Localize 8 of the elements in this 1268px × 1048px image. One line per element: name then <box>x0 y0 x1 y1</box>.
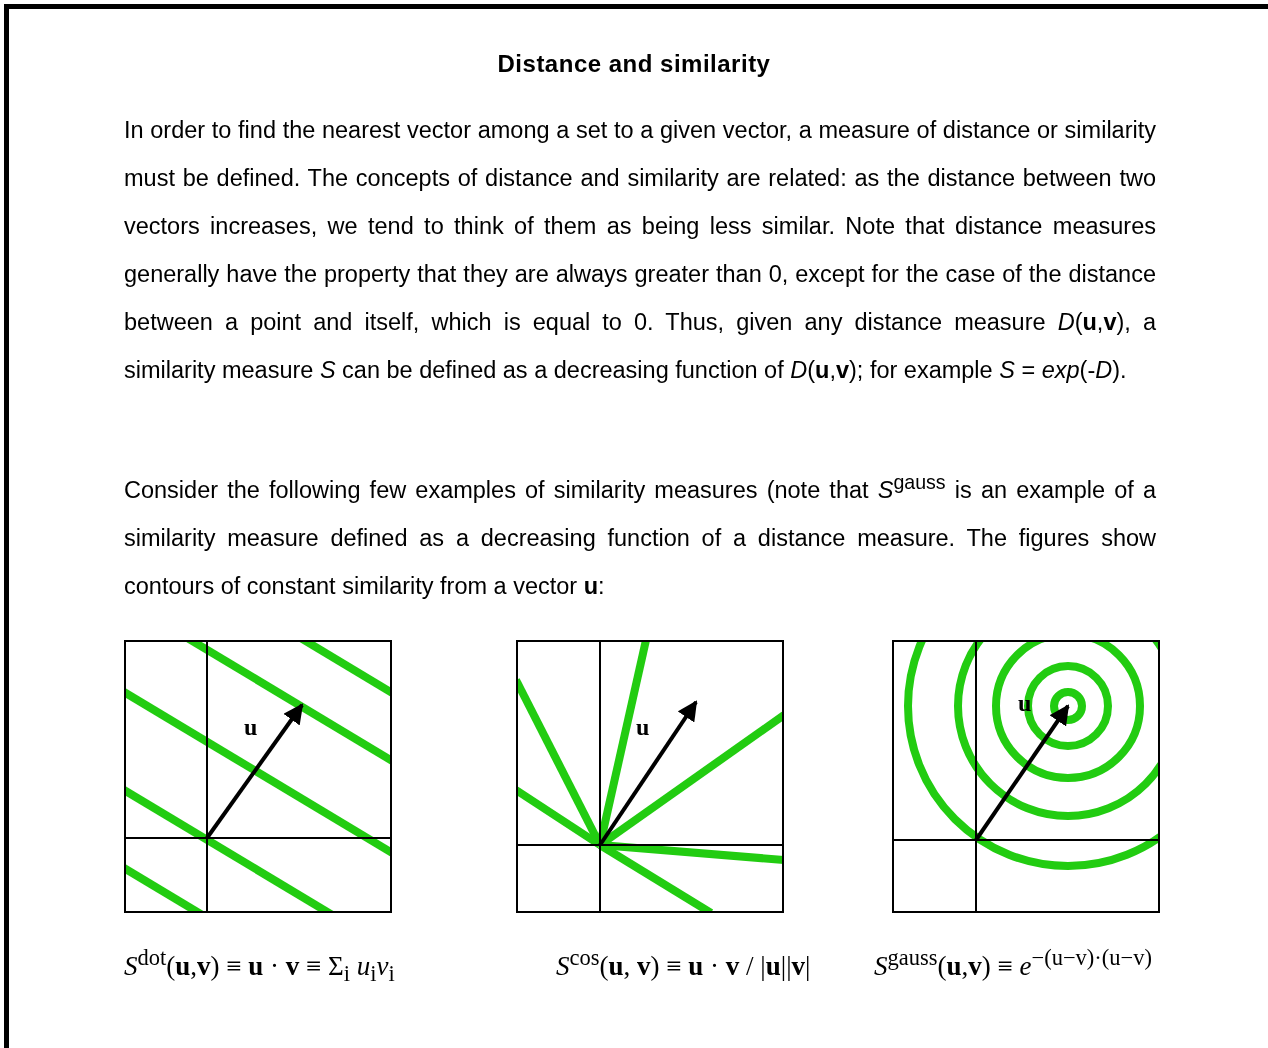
formula: S$^{gauss}$(u,v) ≡ e$^{−(u−v)·(u−v)}$ <box>874 945 1152 982</box>
paragraph: Consider the following few examples of similarity measures (note that S$^{gauss}$ is an example of a similarity measure defined as a decreasing function of a distance measure. The figures show contours of constant similarity from a vector u: <box>124 470 1156 601</box>
title-text: Distance and similarity <box>496 50 772 78</box>
formula: S$^{cos}$(u, v) ≡ u · v / |u||v| <box>556 945 811 982</box>
formula: S$^{dot}$(u,v) ≡ u · v ≡ Σ$_{i}$ u$_{i}$v$_{i}$ <box>124 945 395 988</box>
paragraph: In order to find the nearest vector among a set to a given vector, a measure of distance or similarity must be defined. The concepts of distance and similarity are related: as the distance between two vectors increases, we tend to think of them as being less similar. Note that distance measures generally have the property that they are always greater than 0, except for the case of the distance between a point and itself, which is equal to 0. Thus, given any distance measure D(u,v), a similarity measure S can be defined as a decreasing function of D(u,v); for example S = exp(-D). <box>124 116 1156 385</box>
vector-label: u <box>244 714 258 741</box>
vector-label: u <box>636 714 650 741</box>
